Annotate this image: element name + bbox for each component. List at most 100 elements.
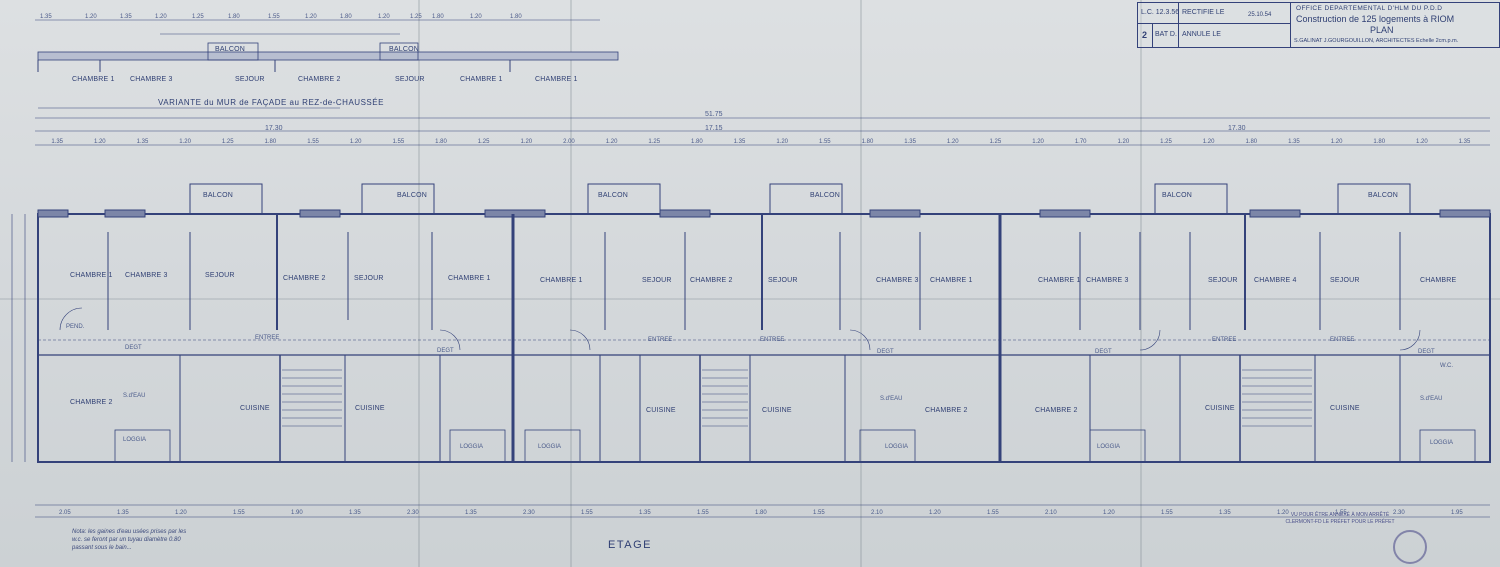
room-label: CUISINE bbox=[240, 405, 270, 412]
room-label: SEJOUR bbox=[642, 277, 672, 284]
dim-label: 1.25 bbox=[989, 139, 1002, 145]
service-label: LOGGIA bbox=[1430, 440, 1454, 446]
room-label: CHAMBRE 2 bbox=[690, 277, 733, 284]
dim-label: 1.95 bbox=[1451, 510, 1463, 516]
rectified-date: 25.10.54 bbox=[1248, 12, 1272, 18]
paper-fold bbox=[570, 0, 572, 567]
service-label: S.d'EAU bbox=[123, 393, 146, 399]
sheet-number: 2 bbox=[1142, 30, 1148, 40]
dim-label: 1.55 bbox=[581, 510, 593, 516]
dim-label: 1.55 bbox=[818, 139, 831, 145]
dim-label: 1.35 bbox=[120, 14, 132, 20]
room-label: CHAMBRE bbox=[1420, 277, 1457, 284]
office-name: OFFICE DEPARTEMENTAL D'HLM DU P.D.D bbox=[1296, 5, 1443, 12]
dim-label: 1.20 bbox=[378, 14, 390, 20]
dim-label: 2.05 bbox=[59, 510, 71, 516]
room-label: SEJOUR bbox=[354, 275, 384, 282]
note-text: Nota: les gaines d'eau usées prises par … bbox=[72, 529, 187, 551]
dim-label: 1.55 bbox=[392, 139, 405, 145]
service-label: LOGGIA bbox=[460, 444, 484, 450]
balcony-label: BALCON bbox=[203, 192, 233, 199]
dim-label: 1.35 bbox=[733, 139, 746, 145]
date-label: L.C. 12.3.56 bbox=[1141, 9, 1180, 16]
dim-label: 1.55 bbox=[813, 510, 825, 516]
building-label: BAT D. bbox=[1155, 31, 1177, 38]
room-label: CUISINE bbox=[1330, 405, 1360, 412]
service-label: LOGGIA bbox=[538, 444, 562, 450]
balcony-label: BALCON bbox=[397, 192, 427, 199]
dim-label: 1.20 bbox=[520, 139, 533, 145]
room-label: SEJOUR bbox=[1208, 277, 1238, 284]
title-block: L.C. 12.3.56 RECTIFIE LE 25.10.54 2 BAT … bbox=[1137, 2, 1500, 48]
dim-label: 1.20 bbox=[1330, 139, 1343, 145]
paper-fold-horizontal bbox=[0, 298, 1500, 300]
dim-label: 1.20 bbox=[1103, 510, 1115, 516]
dim-label: 1.55 bbox=[268, 14, 280, 20]
dim-label: 1.25 bbox=[410, 14, 422, 20]
room-label: CUISINE bbox=[762, 407, 792, 414]
service-label: ENTREE bbox=[648, 337, 673, 343]
dim-label: 1.20 bbox=[179, 139, 191, 145]
balcony-label: BALCON bbox=[598, 192, 628, 199]
service-label: DEGT bbox=[1418, 349, 1435, 355]
service-label: S.d'EAU bbox=[1420, 396, 1443, 402]
dim-label: 1.20 bbox=[1277, 510, 1289, 516]
dim-label: 1.55 bbox=[987, 510, 999, 516]
room-label: CHAMBRE 2 bbox=[70, 399, 113, 406]
service-label: ENTREE bbox=[1330, 337, 1355, 343]
dim-label: 1.90 bbox=[291, 510, 303, 516]
service-label: S.d'EAU bbox=[880, 396, 903, 402]
room-label: CUISINE bbox=[646, 407, 676, 414]
dim-label: 1.80 bbox=[755, 510, 767, 516]
dim-label: 1.35 bbox=[904, 139, 916, 145]
variant-title: VARIANTE du MUR de FAÇADE au REZ-de-CHAU… bbox=[158, 98, 384, 107]
service-label: W.C. bbox=[1440, 363, 1453, 369]
dim-label: 1.80 bbox=[510, 14, 522, 20]
dim-label: 1.35 bbox=[349, 510, 361, 516]
service-label: DEGT bbox=[437, 348, 454, 354]
service-label: DEGT bbox=[877, 349, 894, 355]
variant-room-label: SEJOUR bbox=[395, 76, 425, 83]
dim-label: 1.35 bbox=[136, 139, 149, 145]
room-label: CUISINE bbox=[355, 405, 385, 412]
room-label: CHAMBRE 1 bbox=[540, 277, 583, 284]
variant-room-label: CHAMBRE 2 bbox=[298, 76, 341, 83]
dim-label: 1.20 bbox=[1117, 139, 1130, 145]
architects-line: S.GALINAT J.GOURGOUILLON, ARCHITECTES Ec… bbox=[1294, 38, 1459, 44]
dim-label: 1.20 bbox=[305, 14, 317, 20]
dim-label: 1.80 bbox=[340, 14, 352, 20]
dim-label: 1.80 bbox=[228, 14, 240, 20]
balcony-label: BALCON bbox=[1368, 192, 1398, 199]
dim-label: 1.80 bbox=[435, 139, 447, 145]
room-label: CHAMBRE 3 bbox=[1086, 277, 1129, 284]
dim-label: 1.55 bbox=[1161, 510, 1173, 516]
dim-label: 1.20 bbox=[946, 139, 959, 145]
service-label: PEND. bbox=[66, 324, 85, 330]
dim-label: 1.20 bbox=[1416, 139, 1428, 145]
variant-room-label: CHAMBRE 3 bbox=[130, 76, 173, 83]
variant-room-label: CHAMBRE 1 bbox=[460, 76, 503, 83]
dim-label: 1.20 bbox=[776, 139, 788, 145]
dim-label: 1.70 bbox=[1074, 139, 1087, 145]
dim-label: 1.35 bbox=[1219, 510, 1231, 516]
cancelled-label: ANNULE LE bbox=[1182, 31, 1221, 38]
dim-label: 1.35 bbox=[1288, 139, 1300, 145]
floor-label: ETAGE bbox=[608, 539, 652, 551]
room-label: CHAMBRE 1 bbox=[1038, 277, 1081, 284]
dim-label: 2.10 bbox=[1045, 510, 1057, 516]
dim-label: 1.20 bbox=[470, 14, 482, 20]
dim-label: 1.35 bbox=[1458, 139, 1471, 145]
dim-label: 1.80 bbox=[861, 139, 874, 145]
dim-label: 1.35 bbox=[117, 510, 129, 516]
room-label: SEJOUR bbox=[1330, 277, 1360, 284]
variant-room-label: SEJOUR bbox=[235, 76, 265, 83]
paper-fold bbox=[1140, 0, 1142, 567]
balcony-label: BALCON bbox=[810, 192, 840, 199]
dim-label: 1.55 bbox=[233, 510, 245, 516]
room-label: SEJOUR bbox=[205, 272, 235, 279]
room-label: CHAMBRE 1 bbox=[448, 275, 491, 282]
dim-label: 1.25 bbox=[192, 14, 204, 20]
room-label: SEJOUR bbox=[768, 277, 798, 284]
